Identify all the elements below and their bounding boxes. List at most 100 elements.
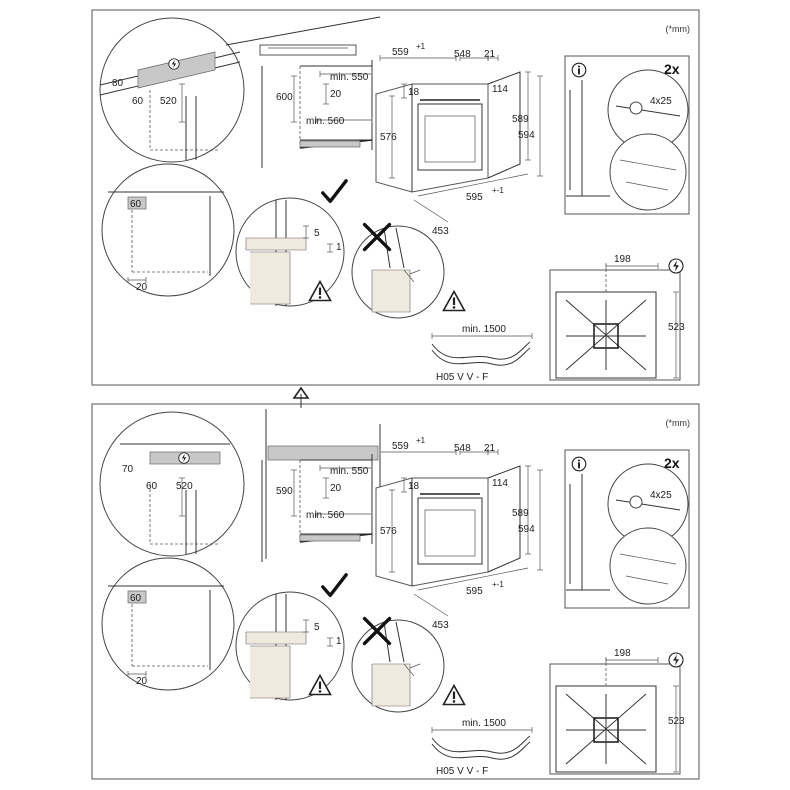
dim-520: 520 — [160, 96, 177, 107]
dim-20-b: 20 — [136, 282, 148, 293]
dim-523: 523 — [668, 322, 685, 333]
cabinet-inner-line — [131, 594, 208, 667]
cable-type-label: H05 V V - F — [436, 372, 488, 383]
damage-spark — [403, 269, 421, 283]
power-cable — [431, 341, 531, 360]
electric-icon — [168, 58, 180, 70]
cabinet-wood — [250, 251, 291, 305]
dim-20-b: 20 — [136, 676, 148, 687]
screw-shaft — [615, 105, 681, 117]
dim-594: 594 — [518, 130, 535, 141]
dim-576: 576 — [380, 526, 397, 537]
dim-523: 523 — [668, 716, 685, 727]
units-note: (*mm) — [666, 418, 691, 428]
dim-600: 600 — [276, 92, 293, 103]
dim-60-b: 60 — [130, 593, 142, 604]
dim-80: 80 — [112, 78, 124, 89]
oven-side-panel — [487, 71, 521, 179]
electric-icon — [668, 652, 684, 668]
dim-114: 114 — [492, 84, 508, 95]
dim-114: 114 — [492, 478, 508, 489]
cabinet-back-line — [149, 90, 220, 151]
screw-shaft — [615, 499, 681, 511]
floor-detail-circle — [101, 163, 235, 297]
screw-count: 2x — [664, 61, 680, 77]
floor-vent — [299, 140, 361, 148]
ventilation-strip — [267, 445, 379, 461]
screw-size: 4x25 — [650, 96, 672, 107]
dim-21: 21 — [484, 49, 496, 60]
power-cable — [431, 741, 531, 760]
ventilation-opening — [127, 590, 147, 604]
dim-589: 589 — [512, 508, 529, 519]
dim-18: 18 — [408, 87, 420, 98]
dim-198: 198 — [614, 254, 631, 265]
dim-590: 590 — [276, 486, 293, 497]
lift-arrow-head — [292, 386, 310, 399]
dim-20: 20 — [330, 483, 342, 494]
oven-window — [424, 509, 476, 557]
damage-spark — [403, 663, 421, 677]
rack-bars — [566, 694, 646, 764]
dim-548: 548 — [454, 49, 471, 60]
oven-door — [417, 103, 483, 171]
dimension-line-453 — [413, 199, 449, 223]
dim-594: 594 — [518, 524, 535, 535]
power-cable — [431, 735, 531, 754]
niche-top-bottom — [300, 459, 372, 535]
info-icon — [571, 456, 587, 472]
dim-559-tolerance: +1 — [416, 42, 426, 51]
floor-detail-circle — [101, 557, 235, 691]
info-icon — [571, 62, 587, 78]
fixing-bracket — [619, 553, 677, 585]
power-cable — [431, 347, 531, 366]
dim-559-tolerance: +1 — [416, 436, 426, 445]
ventilation-opening — [127, 196, 147, 210]
screw-fix-circle — [609, 133, 687, 211]
cabinet-back-line — [149, 484, 220, 545]
dimension-line-595 — [417, 173, 529, 197]
screw-size: 4x25 — [650, 490, 672, 501]
oven-front-box — [549, 269, 681, 381]
dim-595-tolerance: +-1 — [492, 186, 504, 195]
dimension-line-595 — [417, 567, 529, 591]
units-note: (*mm) — [666, 24, 691, 34]
dim-595: 595 — [466, 586, 483, 597]
rack-bars — [566, 300, 646, 370]
dim-595-tolerance: +-1 — [492, 580, 504, 589]
cabinet-wood — [371, 663, 411, 707]
floor-vent — [299, 534, 361, 542]
worktop-line — [225, 16, 381, 46]
dim-520: 520 — [176, 481, 193, 492]
oven-edge-view — [566, 80, 610, 197]
screw-fix-circle — [609, 527, 687, 605]
dim-min-550: min. 550 — [330, 466, 369, 477]
niche-top-bottom — [300, 65, 372, 141]
dim-559: 559 — [392, 441, 409, 452]
dim-453: 453 — [432, 620, 449, 631]
dimension-line-453 — [413, 593, 449, 617]
cabinet-inner-line — [131, 200, 208, 273]
dim-70: 70 — [122, 464, 134, 475]
oven-edge-view — [566, 474, 610, 591]
oven-side-panel — [487, 465, 521, 573]
dim-453: 453 — [432, 226, 449, 237]
dim-595: 595 — [466, 192, 483, 203]
cabinet-detail-circle — [99, 411, 245, 557]
electric-icon — [178, 452, 190, 464]
dim-198: 198 — [614, 648, 631, 659]
dim-min-1500: min. 1500 — [462, 718, 506, 729]
dim-60-b: 60 — [130, 199, 142, 210]
oven-door — [417, 497, 483, 565]
dim-min-1500: min. 1500 — [462, 324, 506, 335]
dim-20: 20 — [330, 89, 342, 100]
dim-5: 5 — [314, 228, 320, 239]
screw-head — [629, 101, 643, 115]
dim-60: 60 — [132, 96, 144, 107]
dim-60: 60 — [146, 481, 158, 492]
dim-5: 5 — [314, 622, 320, 633]
oven-front-box — [549, 663, 681, 775]
